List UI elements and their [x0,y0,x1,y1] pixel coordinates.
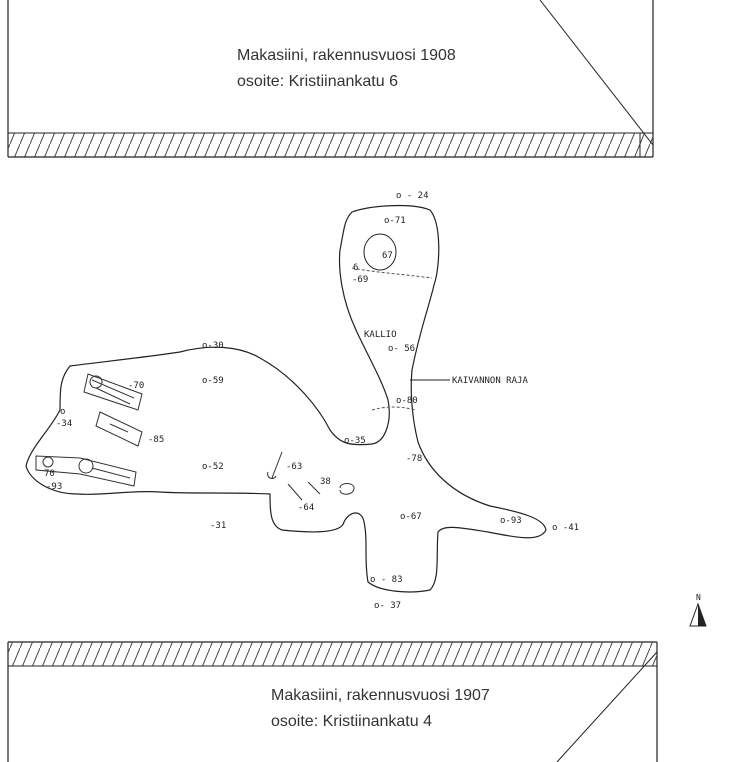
burial-sketches [35,373,355,501]
burial-2 [95,411,143,447]
elevation-label: -69 [352,275,368,285]
bottom-building-caption: Makasiini, rakennusvuosi 1907 osoite: Kr… [271,683,490,735]
top-building-hatched-wall [8,133,653,157]
excavation-outline [25,204,547,593]
elevation-label: -85 [148,435,164,445]
elevation-label: 70 [44,469,55,479]
top-building-title: Makasiini, rakennusvuosi 1908 [237,47,456,64]
bottom-building-address: osoite: Kristiinankatu 4 [271,713,432,730]
rock-label: KALLIO [364,330,397,340]
elevation-label: -64 [298,503,314,513]
top-building-caption: Makasiini, rakennusvuosi 1908 osoite: Kr… [237,43,456,95]
rock-edge-line [351,267,433,279]
top-building-diagonal [539,0,654,146]
elevation-label: 67 [382,251,393,261]
bottom-building-title: Makasiini, rakennusvuosi 1907 [271,687,490,704]
elevation-label: o [60,407,65,417]
rock-edge-line-lower [371,406,417,411]
excavation-boundary-label: KAIVANNON RAJA [452,376,528,386]
bottom-building-hatched-wall [8,642,657,666]
elevation-label: o-80 [396,396,418,406]
burial-1 [83,373,143,411]
elevation-label: 6 [353,263,358,273]
top-building [7,0,654,158]
north-arrow-icon: N [689,593,707,627]
elevation-label: o-30 [202,341,224,351]
elevation-label: -31 [210,521,226,531]
elevation-label: o-93 [500,516,522,526]
bottom-building-diagonal [556,651,658,762]
ring-feature [339,483,355,495]
svg-text:N: N [696,593,701,602]
elevation-label: -34 [56,419,72,429]
elevation-label: o-71 [384,216,406,226]
elevation-label: o-35 [344,436,366,446]
top-building-address: osoite: Kristiinankatu 6 [237,73,398,90]
elevation-label: o - 83 [370,575,403,585]
elevation-label: -70 [128,381,144,391]
elevation-label: o - 24 [396,191,429,201]
elevation-label: o-52 [202,462,224,472]
bottom-building [7,641,658,762]
pit-feature [267,451,283,479]
elevation-label: -78 [406,454,422,464]
elevation-label: o-59 [202,376,224,386]
elevation-label: -93 [46,482,62,492]
elevation-label: 38 [320,477,331,487]
burial-3 [35,455,137,487]
elevation-label: o- 37 [374,601,401,611]
rock-outcrop [363,233,397,271]
elevation-label: -63 [286,462,302,472]
elevation-label: o-67 [400,512,422,522]
elevation-label: o- 56 [388,344,415,354]
elevation-label: o -41 [552,523,579,533]
